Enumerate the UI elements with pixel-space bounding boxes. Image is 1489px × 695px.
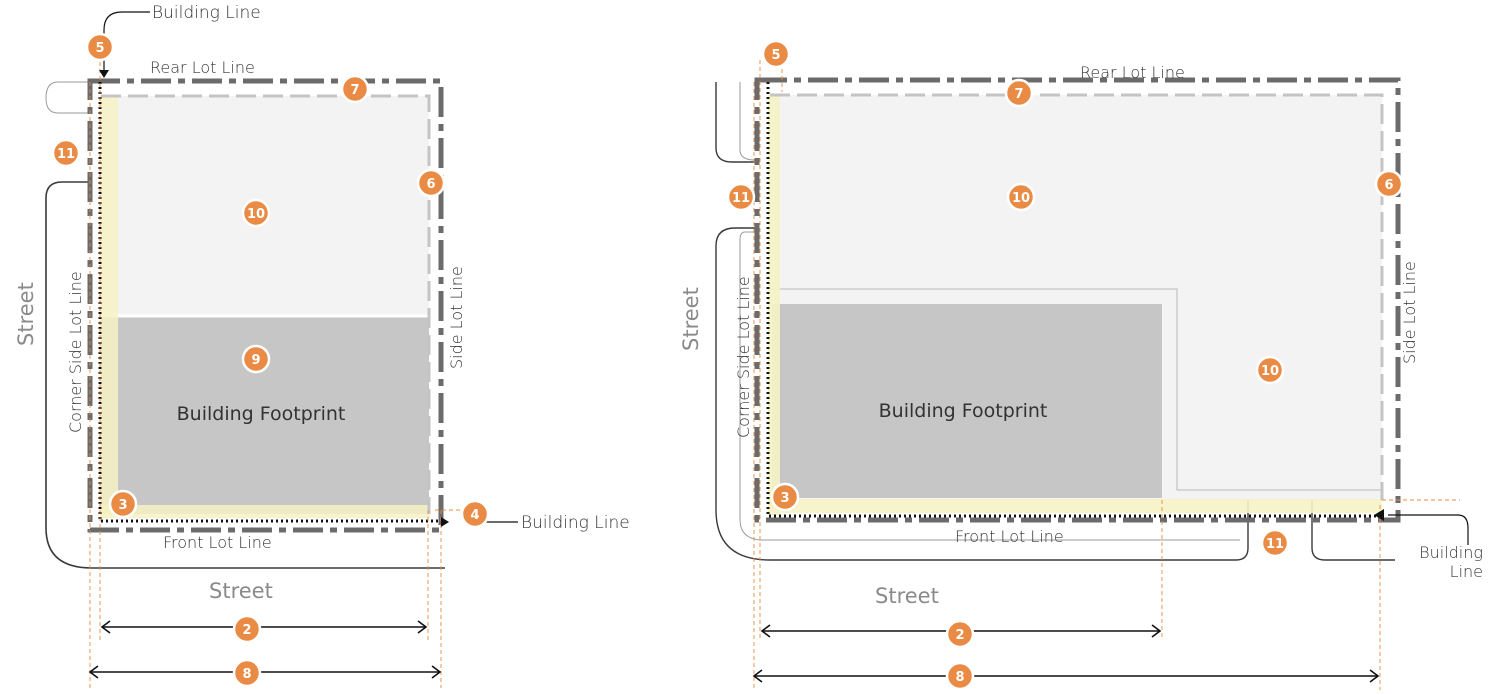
left-marker-4: 4 bbox=[460, 499, 490, 529]
svg-text:3: 3 bbox=[118, 498, 127, 513]
right-marker-10-top: 10 bbox=[1006, 182, 1036, 212]
svg-text:4: 4 bbox=[470, 508, 479, 523]
left-lot-diagram: Building Line Rear Lot Line Front Lot Li… bbox=[14, 3, 630, 688]
right-marker-8: 8 bbox=[945, 661, 975, 691]
right-marker-7: 7 bbox=[1004, 78, 1034, 108]
left-marker-7: 7 bbox=[340, 74, 370, 104]
right-label-building-line-a: Building bbox=[1419, 543, 1483, 562]
right-marker-2: 2 bbox=[945, 619, 975, 649]
svg-text:2: 2 bbox=[242, 623, 251, 638]
left-building-line bbox=[98, 82, 440, 523]
svg-text:3: 3 bbox=[780, 491, 789, 506]
svg-text:10: 10 bbox=[1261, 364, 1279, 379]
right-curb-top bbox=[715, 82, 755, 163]
left-label-corner-side-lot-line: Corner Side Lot Line bbox=[66, 271, 85, 433]
svg-text:7: 7 bbox=[1014, 87, 1023, 102]
left-label-street-bottom: Street bbox=[209, 579, 273, 603]
right-label-street-bottom: Street bbox=[875, 584, 939, 608]
right-marker-10-right: 10 bbox=[1255, 355, 1285, 385]
right-building-footprint bbox=[772, 304, 1162, 498]
svg-text:5: 5 bbox=[771, 48, 780, 63]
svg-text:8: 8 bbox=[955, 670, 964, 685]
left-marker-5: 5 bbox=[85, 32, 115, 62]
right-curb-main-inner bbox=[739, 231, 1240, 541]
svg-text:8: 8 bbox=[242, 667, 251, 682]
svg-text:10: 10 bbox=[247, 207, 265, 222]
left-arrow-right bbox=[441, 517, 449, 527]
svg-text:9: 9 bbox=[251, 353, 260, 368]
right-label-street-side: Street bbox=[679, 287, 703, 351]
svg-text:2: 2 bbox=[955, 628, 964, 643]
left-arrow-top bbox=[99, 70, 109, 78]
right-yellow-front bbox=[768, 499, 1382, 513]
left-marker-9: 9 bbox=[241, 344, 271, 374]
left-curb-top bbox=[45, 81, 88, 114]
right-label-building-line-b: Line bbox=[1450, 562, 1483, 581]
left-label-front-lot-line: Front Lot Line bbox=[163, 533, 272, 552]
right-marker-6: 6 bbox=[1374, 169, 1404, 199]
left-marker-10: 10 bbox=[241, 198, 271, 228]
right-zone-boundary bbox=[770, 288, 1382, 491]
right-label-side-lot-line: Side Lot Line bbox=[1400, 261, 1419, 364]
right-marker-5: 5 bbox=[761, 39, 791, 69]
right-driveway bbox=[1311, 489, 1395, 561]
left-marker-8: 8 bbox=[232, 658, 262, 688]
right-marker-11-top: 11 bbox=[726, 182, 756, 212]
left-setback-line bbox=[101, 94, 431, 514]
right-yellow-side bbox=[768, 95, 780, 515]
left-curb-main bbox=[45, 181, 445, 569]
right-label-corner-side-lot-line: Corner Side Lot Line bbox=[734, 276, 753, 438]
left-label-building-line-right: Building Line bbox=[521, 513, 630, 533]
left-label-side-lot-line: Side Lot Line bbox=[447, 266, 466, 369]
right-building-line-leader bbox=[1388, 514, 1469, 545]
svg-text:11: 11 bbox=[732, 191, 750, 206]
left-dimension-lines bbox=[88, 620, 442, 679]
right-marker-11-bottom: 11 bbox=[1260, 528, 1290, 558]
right-guide-lines bbox=[753, 60, 1460, 690]
svg-text:10: 10 bbox=[1012, 191, 1030, 206]
left-label-building-line-top: Building Line bbox=[152, 3, 261, 23]
right-dimension-lines bbox=[752, 624, 1380, 683]
left-label-rear-lot-line: Rear Lot Line bbox=[150, 58, 255, 77]
right-label-rear-lot-line: Rear Lot Line bbox=[1080, 63, 1185, 82]
left-building-line-leader-top bbox=[103, 11, 150, 76]
right-arrow bbox=[1374, 509, 1384, 521]
svg-text:11: 11 bbox=[57, 147, 75, 162]
svg-text:7: 7 bbox=[350, 83, 359, 98]
right-lot-line bbox=[754, 77, 1401, 523]
svg-text:11: 11 bbox=[1266, 537, 1284, 552]
left-label-street-side: Street bbox=[14, 282, 38, 346]
right-label-building-footprint: Building Footprint bbox=[879, 400, 1048, 422]
left-marker-11: 11 bbox=[51, 138, 81, 168]
left-yellow-front bbox=[100, 505, 430, 518]
left-guide-lines bbox=[89, 62, 468, 688]
right-setback-line bbox=[770, 93, 1384, 500]
left-lot-line bbox=[87, 78, 444, 533]
left-marker-6: 6 bbox=[416, 168, 446, 198]
left-yellow-side bbox=[100, 96, 118, 518]
svg-text:5: 5 bbox=[95, 41, 104, 56]
left-marker-2: 2 bbox=[232, 614, 262, 644]
right-curb-main bbox=[715, 227, 1249, 561]
left-label-building-footprint: Building Footprint bbox=[177, 403, 346, 425]
right-curb-top-inner bbox=[739, 82, 756, 161]
right-label-front-lot-line: Front Lot Line bbox=[955, 527, 1064, 546]
left-marker-3: 3 bbox=[108, 489, 138, 519]
svg-text:6: 6 bbox=[426, 177, 435, 192]
right-marker-3: 3 bbox=[770, 482, 800, 512]
right-lot-diagram: Rear Lot Line Front Lot Line Building Li… bbox=[679, 39, 1483, 691]
svg-text:6: 6 bbox=[1384, 178, 1393, 193]
